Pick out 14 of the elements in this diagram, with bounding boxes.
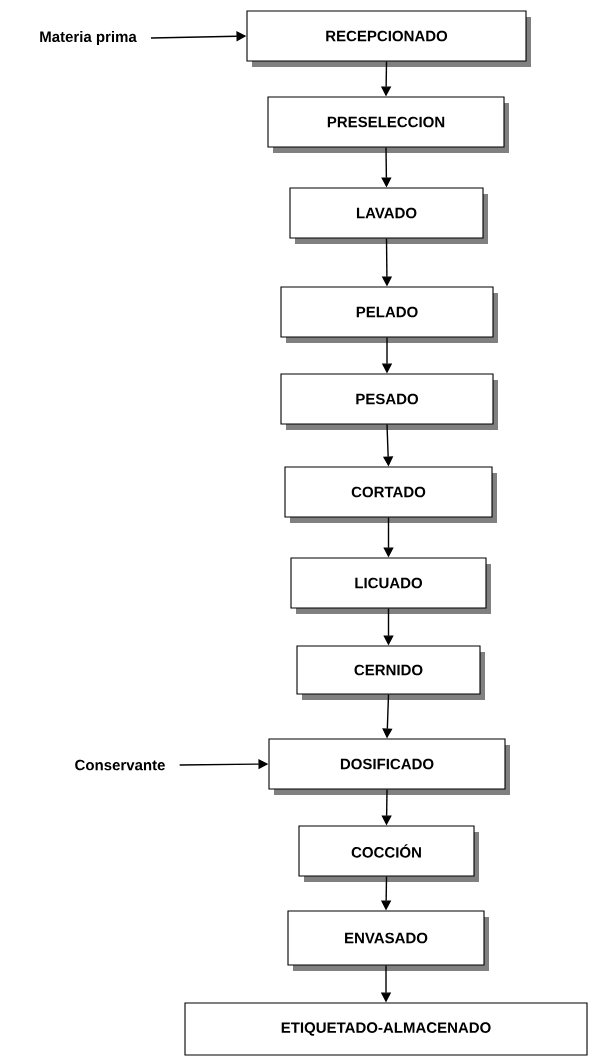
process-box: PRESELECCION <box>267 96 509 153</box>
process-box: DOSIFICADO <box>268 738 510 795</box>
process-box: ETIQUETADO-ALMACENADO <box>184 1002 588 1056</box>
process-box: COCCIÓN <box>298 825 479 882</box>
process-box: CORTADO <box>284 466 497 523</box>
process-box: PESADO <box>280 373 498 430</box>
process-box: CERNIDO <box>296 645 485 700</box>
process-box: PELADO <box>280 286 498 343</box>
input-label: Materia prima <box>40 31 137 45</box>
process-box: LICUADO <box>290 557 491 614</box>
process-box: ENVASADO <box>287 910 489 971</box>
process-box: LAVADO <box>289 187 488 244</box>
input-label: Conservante <box>75 759 165 771</box>
process-box: RECEPCIONADO <box>246 10 531 67</box>
